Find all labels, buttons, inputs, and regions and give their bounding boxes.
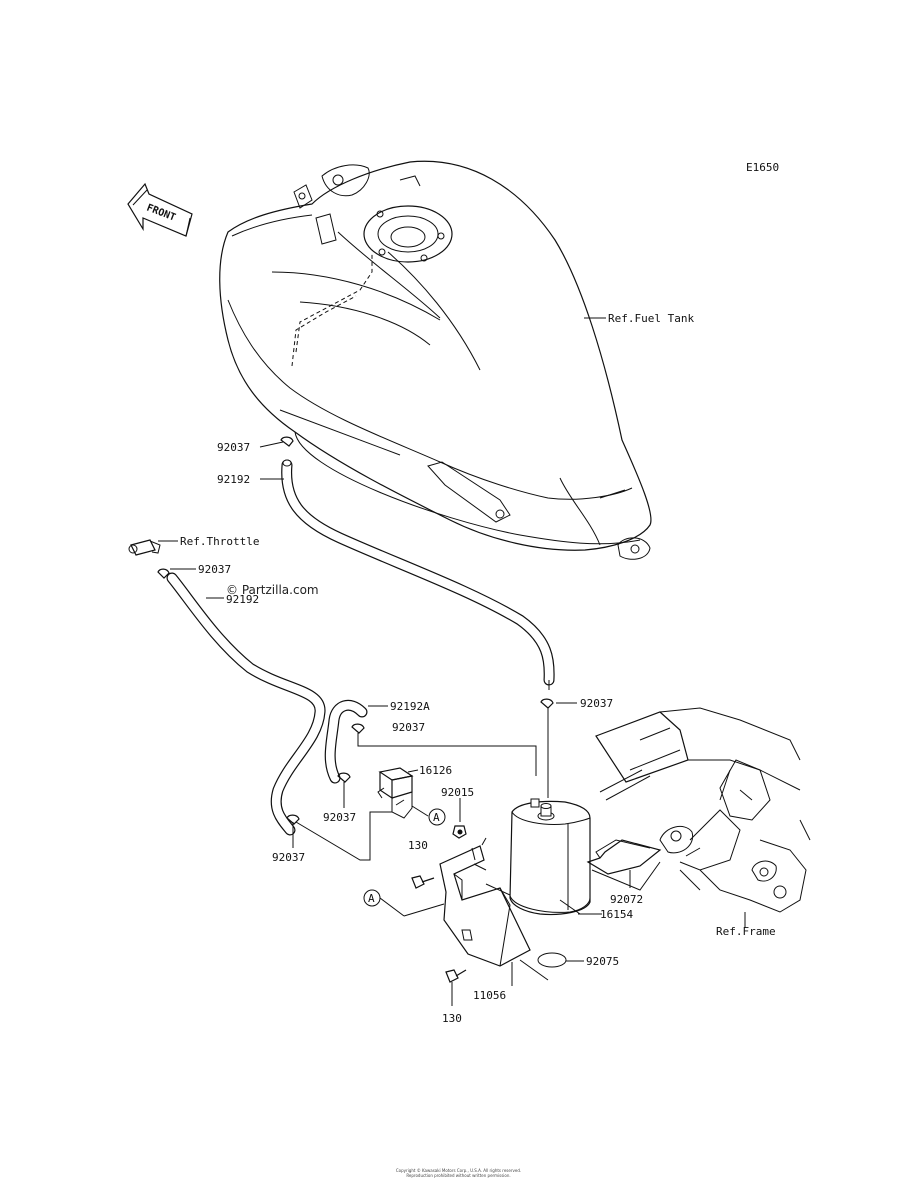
part-label-cap: 92075 [586, 955, 619, 968]
callout-a-valve: A [428, 808, 446, 826]
clamp-icon [351, 723, 365, 734]
part-label-bolt-bottom: 130 [442, 1012, 462, 1025]
part-label-hose-tank: 92192 [217, 473, 250, 486]
vacuum-valve [377, 767, 414, 819]
callout-a-letter-2: A [368, 892, 375, 905]
part-label-hose-a: 92192A [390, 700, 430, 713]
front-arrow-icon: FRONT [127, 182, 193, 237]
hose-end-tank [282, 459, 292, 467]
clamp-icon [286, 814, 300, 825]
copyright-line: Reproduction prohibited without written … [406, 1173, 511, 1178]
charcoal-canister [509, 798, 591, 916]
ref-throttle-label: Ref.Throttle [180, 535, 259, 548]
diagram-code: E1650 [746, 161, 779, 174]
copyright-footer: Copyright © Kawasaki Motors Corp., U.S.A… [0, 1168, 917, 1178]
canister-band [586, 839, 662, 891]
clamp-icon [540, 698, 554, 709]
part-label-clamp-throttle: 92037 [198, 563, 231, 576]
clamp-icon [157, 568, 170, 579]
nut-icon [452, 825, 467, 839]
clamp-icon [337, 772, 351, 783]
callout-a-letter: A [433, 811, 440, 824]
hose-a-to-valve [324, 699, 368, 784]
part-label-hose-throttle: 92192 [226, 593, 259, 606]
part-label-clamp-left: 92037 [272, 851, 305, 864]
clamp-icon [280, 436, 294, 447]
part-label-clamp-mid: 92037 [323, 811, 356, 824]
watermark: © Partzilla.com [226, 583, 319, 597]
part-label-clamp-a: 92037 [392, 721, 425, 734]
cap-icon [537, 952, 567, 968]
hose-tank-to-canister [281, 459, 555, 686]
part-label-bracket: 11056 [473, 989, 506, 1002]
part-label-nut: 92015 [441, 786, 474, 799]
throttle-fitting [128, 539, 161, 556]
bolt-icon [445, 969, 467, 983]
part-label-clamp-right: 92037 [580, 697, 613, 710]
callout-a-bracket: A [363, 889, 381, 907]
part-label-canister: 16154 [600, 908, 633, 921]
copyright-line: Copyright © Kawasaki Motors Corp., U.S.A… [395, 1168, 522, 1173]
ref-fuel-tank-label: Ref.Fuel Tank [608, 312, 694, 325]
part-label-clamp-tank: 92037 [217, 441, 250, 454]
part-label-valve: 16126 [419, 764, 452, 777]
part-label-bolt-valve: 130 [408, 839, 428, 852]
ref-frame-label: Ref.Frame [716, 925, 776, 938]
part-label-band: 92072 [610, 893, 643, 906]
hose-throttle-to-valve [166, 572, 326, 836]
bolt-icon [411, 875, 435, 889]
frame-section [595, 707, 811, 913]
fuel-tank [219, 160, 652, 560]
canister-bracket [439, 845, 531, 967]
